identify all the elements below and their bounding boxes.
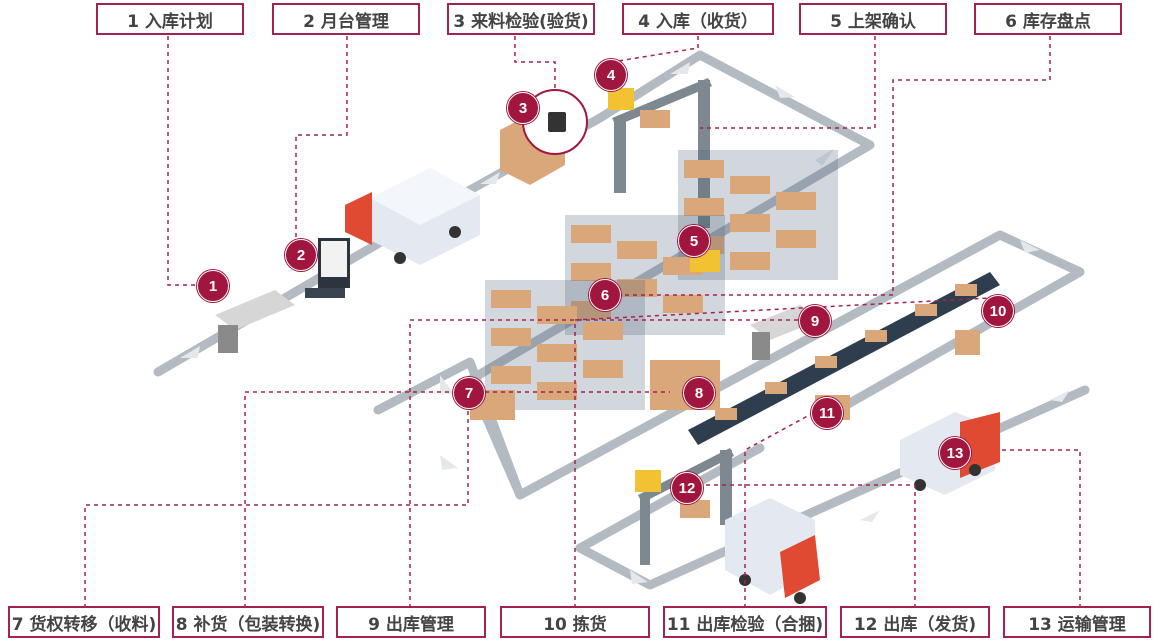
step-4-label: 4 入库（收货） xyxy=(622,3,774,35)
step-13-badge: 13 xyxy=(939,437,971,469)
step-9-label: 9 出库管理 xyxy=(336,606,486,638)
step-3-badge: 3 xyxy=(507,92,539,124)
step-6-label: 6 库存盘点 xyxy=(974,3,1122,35)
flow-arrows xyxy=(180,62,1070,584)
step-6-badge: 6 xyxy=(589,279,621,311)
step-2-badge: 2 xyxy=(285,239,317,271)
handheld-scanner-icon xyxy=(548,112,566,132)
step-4-badge: 4 xyxy=(595,59,627,91)
step-1-badge: 1 xyxy=(197,270,229,302)
step-12-badge: 12 xyxy=(671,472,703,504)
inbound-truck xyxy=(345,168,480,265)
step-3-label: 3 来料检验(验货) xyxy=(447,3,595,35)
connector-lines xyxy=(84,36,1081,608)
step-8-label: 8 补货（包装转换) xyxy=(172,606,324,638)
step-5-badge: 5 xyxy=(678,225,710,257)
outbound-truck-front xyxy=(725,498,820,604)
step-7-badge: 7 xyxy=(453,377,485,409)
sorting-conveyor xyxy=(688,272,1000,445)
step-10-badge: 10 xyxy=(982,295,1014,327)
step-12-label: 12 出库（发货) xyxy=(840,606,990,638)
storage-racks xyxy=(485,150,838,410)
step-2-label: 2 月台管理 xyxy=(272,3,420,35)
step-7-label: 7 货权转移（收料) xyxy=(8,606,160,638)
forklifts xyxy=(608,88,720,492)
step-11-label: 11 出库检验（合捆) xyxy=(663,606,827,638)
step-1-label: 1 入库计划 xyxy=(96,3,244,35)
step-13-label: 13 运输管理 xyxy=(1003,606,1151,638)
step-11-badge: 11 xyxy=(811,397,843,429)
step-8-badge: 8 xyxy=(683,377,715,409)
step-5-label: 5 上架确认 xyxy=(799,3,947,35)
step-9-badge: 9 xyxy=(799,305,831,337)
step-10-label: 10 拣货 xyxy=(500,606,650,638)
dock-terminal xyxy=(305,238,350,298)
